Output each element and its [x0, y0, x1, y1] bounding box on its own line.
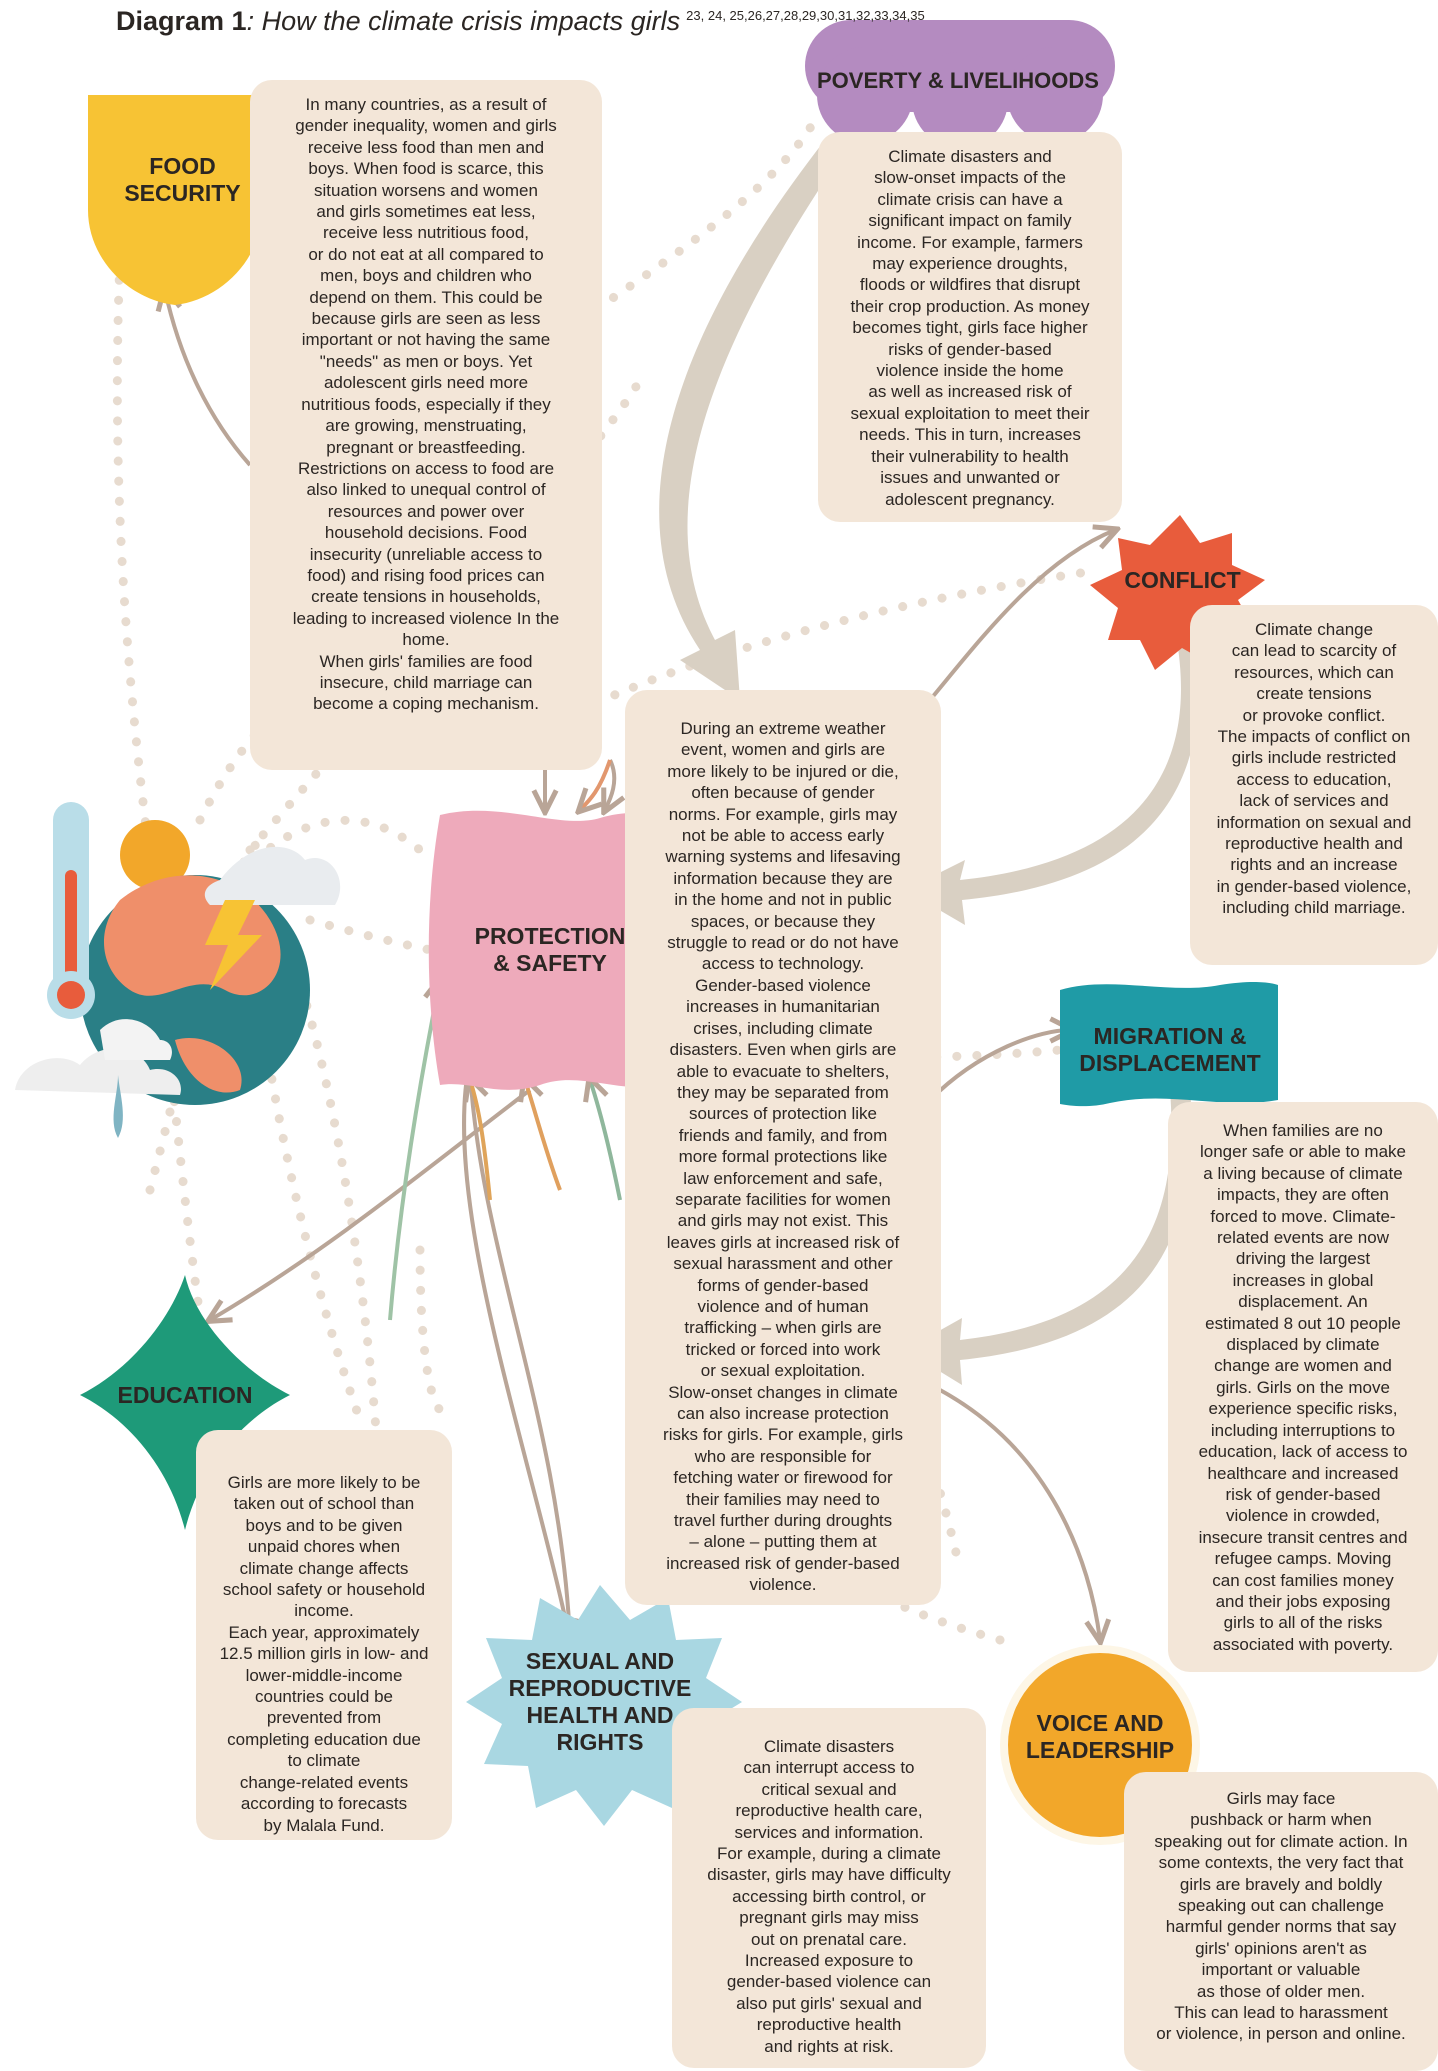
poverty-cloud	[805, 20, 1115, 148]
migration-displacement-label: MIGRATION & DISPLACEMENT	[1079, 1023, 1261, 1076]
srhr-card: Climate disasters can interrupt access t…	[672, 1708, 986, 2068]
food-security-card: In many countries, as a result of gender…	[250, 80, 602, 770]
education-card: Girls are more likely to be taken out of…	[196, 1430, 452, 1840]
diagram-title-text: : How the climate crisis impacts girls	[246, 6, 681, 36]
protection-card: During an extreme weather event, women a…	[625, 690, 941, 1605]
climate-illustration	[15, 802, 341, 1138]
migration-flag	[1060, 981, 1278, 1107]
poverty-livelihoods-label: POVERTY & LIVELIHOODS	[817, 67, 1099, 93]
education-diamond	[80, 1275, 290, 1530]
poverty-card: Climate disasters and slow-onset impacts…	[818, 132, 1122, 522]
migration-card: When families are no longer safe or able…	[1168, 1102, 1438, 1672]
conflict-card: Climate change can lead to scarcity of r…	[1190, 605, 1438, 965]
food-security-shield	[88, 95, 262, 305]
diagram-title-refs: 23, 24, 25,26,27,28,29,30,31,32,33,34,35	[686, 8, 925, 23]
voice-leadership-label: VOICE AND LEADERSHIP	[1025, 1710, 1175, 1763]
protection-shape	[428, 810, 668, 1090]
conflict-label: CONFLICT	[1124, 566, 1241, 593]
protection-safety-label: PROTECTION & SAFETY	[474, 923, 626, 976]
food-security-label: FOOD SECURITY	[124, 153, 241, 206]
diagram-title: Diagram 1: How the climate crisis impact…	[116, 6, 925, 37]
srhr-label: SEXUAL AND REPRODUCTIVE HEALTH AND RIGHT…	[508, 1648, 692, 1755]
voice-card: Girls may face pushback or harm when spe…	[1124, 1772, 1438, 2071]
education-label: EDUCATION	[117, 1381, 253, 1408]
thin-arrows	[165, 290, 1115, 1640]
diagram-title-prefix: Diagram 1	[116, 6, 247, 36]
